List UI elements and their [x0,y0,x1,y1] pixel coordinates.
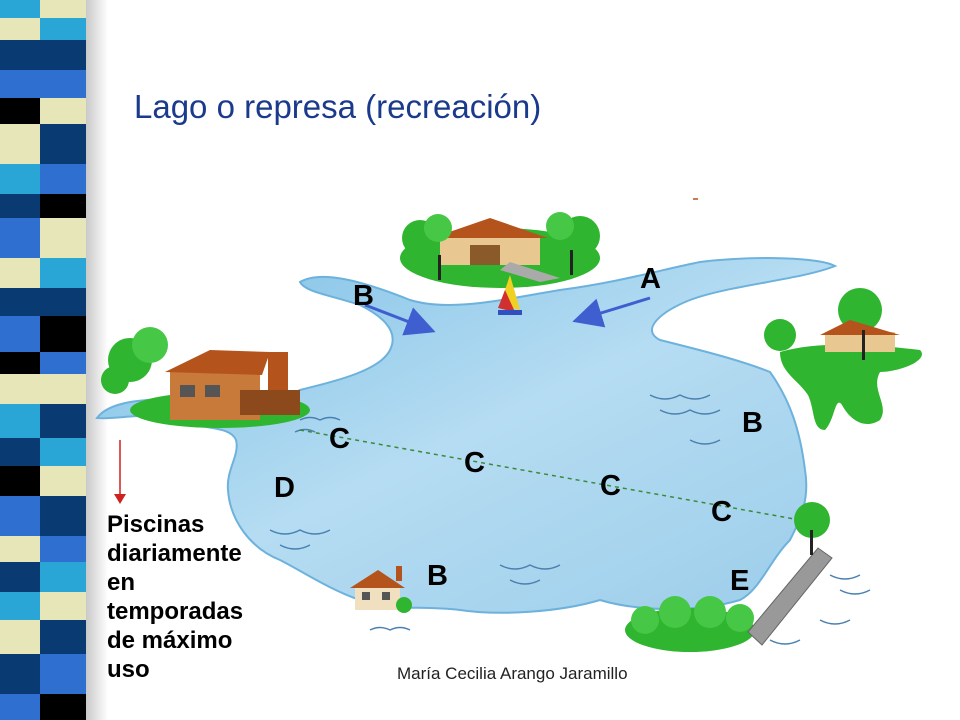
stripe-block [40,654,86,694]
stripe-block [0,316,40,352]
stripe-block [40,438,86,466]
stripe-block [40,218,86,258]
stripe-block [40,374,86,404]
dam-wall [747,502,833,646]
left-house [101,327,310,428]
stripe-block [0,40,40,70]
note-line: en [107,569,136,596]
stripe-block [40,194,86,218]
stripe-block [0,18,40,40]
stripe-block [40,694,86,720]
sailboat-icon [498,275,522,315]
bottom-house [350,566,412,613]
arrow-b-left [364,303,436,336]
note-line: diariamente [107,540,242,567]
stripe-block [0,288,40,316]
stripe-block [40,70,86,98]
stripe-block [40,288,86,316]
label-c-1: C [329,423,350,455]
stripe-block [40,562,86,592]
stripe-block [0,536,40,562]
label-c-2: C [464,447,485,479]
stripe-block [0,592,40,620]
label-c-4: C [711,496,732,528]
stripe-block [40,18,86,40]
top-house [400,212,600,288]
label-c-3: C [600,470,621,502]
note-line: de máximo [107,627,233,654]
stripe-block [40,536,86,562]
right-house [764,288,900,360]
stripe-block [0,374,40,404]
red-arrow-head [114,494,126,504]
stripe-block [0,438,40,466]
bottom-trees [625,596,755,652]
stripe-block [0,194,40,218]
stripe-block [40,404,86,438]
stripe-block [40,98,86,124]
stripe-block [0,218,40,258]
stripe-block [0,620,40,654]
stripe-block [40,496,86,536]
stripe-block [40,0,86,18]
label-b-right: B [742,407,763,439]
label-b-left: B [353,280,374,312]
label-a: A [640,263,661,295]
stripe-block [40,592,86,620]
stripe-block [40,124,86,164]
stripe-block [0,98,40,124]
stripe-block [0,0,40,18]
note-line: uso [107,656,150,683]
stripe-shadow [86,0,108,720]
stripe-block [0,496,40,536]
decorative-stripe-bar [0,0,110,720]
stripe-block [0,352,40,374]
stripe-block [0,164,40,194]
right-shore-grass [780,344,922,430]
note-line: Piscinas [107,511,205,538]
label-b-bottom: B [427,560,448,592]
stripe-block [0,124,40,164]
stripe-block [0,654,40,694]
stripe-block [40,620,86,654]
stripe-block [0,404,40,438]
stripe-block [40,352,86,374]
label-d: D [274,472,295,504]
footer-author: María Cecilia Arango Jaramillo [397,664,628,683]
stripe-block [40,258,86,288]
stripe-block [0,562,40,592]
stripe-block [0,70,40,98]
stripe-block [0,466,40,496]
stripe-block [40,164,86,194]
stripe-block [40,466,86,496]
stripe-block [0,694,40,720]
arrow-a [572,296,651,328]
stripe-block [0,258,40,288]
label-e: E [730,565,750,597]
wave-lines [269,394,871,645]
slide-title: Lago o represa (recreación) [134,88,542,125]
pools-note: Piscinas diariamente en temporadas de má… [107,510,282,684]
stripe-block [40,40,86,70]
note-line: temporadas [107,598,244,625]
stripe-block [40,316,86,352]
